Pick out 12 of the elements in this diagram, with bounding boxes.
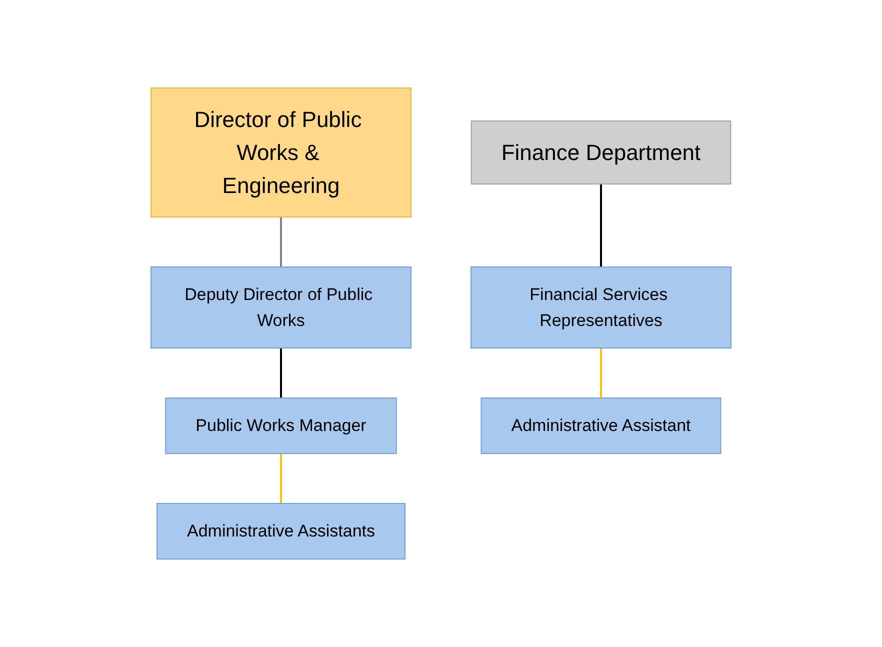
node-box: Financial Services Representatives (470, 266, 732, 348)
node-box: Director of Public Works & Engineering (150, 88, 412, 218)
connector (280, 348, 282, 399)
node-box: Administrative Assistants (156, 503, 406, 560)
node-box: Administrative Assistant (480, 398, 722, 454)
node-box: Public Works Manager (165, 398, 397, 454)
connector (280, 454, 282, 504)
node-box: Finance Department (470, 120, 732, 184)
connector (600, 184, 602, 268)
connector (600, 348, 602, 399)
connector (280, 217, 282, 268)
node-box: Deputy Director of Public Works (150, 266, 412, 348)
